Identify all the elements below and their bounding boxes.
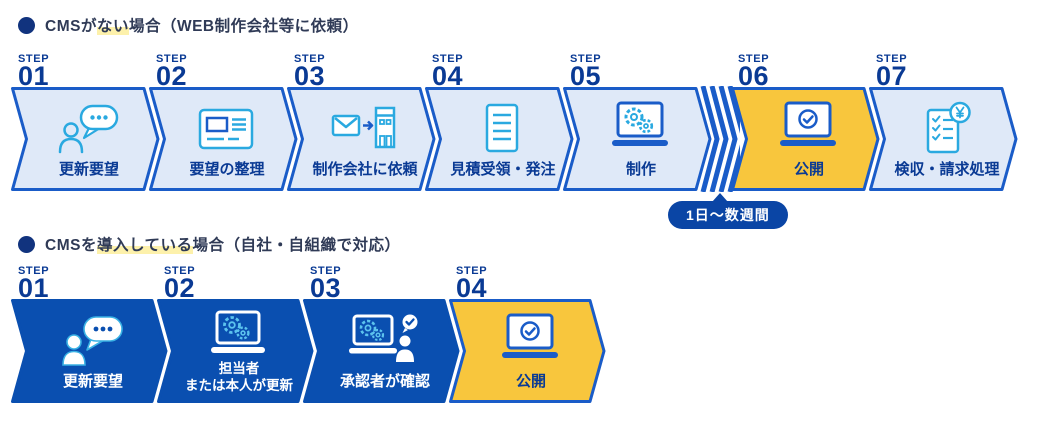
step-label: 公開 xyxy=(793,161,824,179)
section1-title-text: CMSがない場合（WEB制作会社等に依頼） xyxy=(45,14,359,36)
step-word: STEP xyxy=(18,53,50,65)
flow-step-4: STEP 04 見積受領・発注 xyxy=(424,54,574,192)
step-number: 06 xyxy=(738,61,770,91)
title-highlight: ない xyxy=(96,18,129,35)
step-label: 要望の整理 xyxy=(189,161,265,179)
step-label: 制作 xyxy=(625,161,656,179)
step-number: 02 xyxy=(164,273,196,303)
step-word: STEP xyxy=(164,265,196,277)
flow-step-5: STEP 05 制作 xyxy=(562,54,712,192)
laptop-check-icon xyxy=(498,313,562,368)
title-pre: CMSが xyxy=(45,18,97,35)
flow-row-with-cms: STEP 01 更新要望 STEP xyxy=(10,266,606,404)
arrow-shape xyxy=(287,87,436,191)
step-label: 見積受領・発注 xyxy=(450,161,556,179)
laptop-check-icon xyxy=(776,101,840,156)
person-speech-icon xyxy=(56,101,120,164)
step-number: 04 xyxy=(432,61,464,91)
section2-title-text: CMSを導入している場合（自社・自組織で対応） xyxy=(45,233,401,255)
flow-step-3: STEP 03 xyxy=(302,266,460,404)
step-number: 03 xyxy=(310,273,342,303)
duration-badge: 1日〜数週間 xyxy=(668,193,788,229)
step-number: 01 xyxy=(18,61,50,91)
step-label: 公開 xyxy=(515,373,546,391)
mail-to-building-icon xyxy=(331,101,397,164)
flow-step-3: STEP 03 xyxy=(286,54,436,192)
step-label: 更新要望 xyxy=(58,161,119,179)
title-post: 場合（WEB制作会社等に依頼） xyxy=(128,18,359,35)
step-word: STEP xyxy=(294,53,326,65)
bullet-icon xyxy=(18,16,35,34)
step-number: 05 xyxy=(570,61,602,91)
laptop-approver-check-icon xyxy=(348,310,420,367)
arrow-shape xyxy=(11,87,160,191)
step-number: 04 xyxy=(456,273,488,303)
step-number: 07 xyxy=(876,61,908,91)
time-break-stripes xyxy=(700,86,740,192)
laptop-gears-icon xyxy=(608,101,672,156)
step-label: 検収・請求処理 xyxy=(894,161,1000,179)
step-label: 承認者が確認 xyxy=(339,373,430,391)
section1-title: CMSがない場合（WEB制作会社等に依頼） xyxy=(18,14,359,36)
step-label: 担当者 または本人が更新 xyxy=(185,361,293,394)
step-word: STEP xyxy=(738,53,770,65)
title-pre: CMSを xyxy=(45,237,97,254)
flow-step-4: STEP 04 公開 xyxy=(448,266,606,404)
section2-title: CMSを導入している場合（自社・自組織で対応） xyxy=(18,233,401,255)
flow-step-2: STEP 02 要望の整理 xyxy=(148,54,298,192)
invoice-yen-icon xyxy=(914,101,978,164)
bullet-icon xyxy=(18,235,35,253)
step-number: 01 xyxy=(18,273,50,303)
title-post: 場合（自社・自組織で対応） xyxy=(192,237,401,254)
document-lines-icon xyxy=(470,101,534,164)
person-speech-solid-icon xyxy=(60,313,124,374)
step-number: 02 xyxy=(156,61,188,91)
step-word: STEP xyxy=(456,265,488,277)
flow-row-no-cms: STEP 01 更新要望 STEP xyxy=(10,54,1018,192)
step-word: STEP xyxy=(876,53,908,65)
flow-step-6: STEP 06 公開 xyxy=(730,54,880,192)
step-word: STEP xyxy=(156,53,188,65)
step-word: STEP xyxy=(18,265,50,277)
document-card-icon xyxy=(194,101,258,164)
flow-step-1: STEP 01 更新要望 xyxy=(10,266,168,404)
step-label: 更新要望 xyxy=(62,373,123,391)
step-number: 03 xyxy=(294,61,326,91)
flow-step-2: STEP 02 担当者 または本人が更新 xyxy=(156,266,314,404)
arrow-shape xyxy=(731,87,880,191)
laptop-gears-white-icon xyxy=(208,310,268,361)
step-word: STEP xyxy=(570,53,602,65)
step-label: 制作会社に依頼 xyxy=(312,161,418,179)
arrow-shape xyxy=(563,87,712,191)
arrow-shape xyxy=(449,299,606,403)
step-word: STEP xyxy=(310,265,342,277)
title-highlight: 導入している xyxy=(96,237,193,254)
flow-step-1: STEP 01 更新要望 xyxy=(10,54,160,192)
flow-step-7: STEP 07 xyxy=(868,54,1018,192)
arrow-shape xyxy=(11,299,168,403)
step-word: STEP xyxy=(432,53,464,65)
